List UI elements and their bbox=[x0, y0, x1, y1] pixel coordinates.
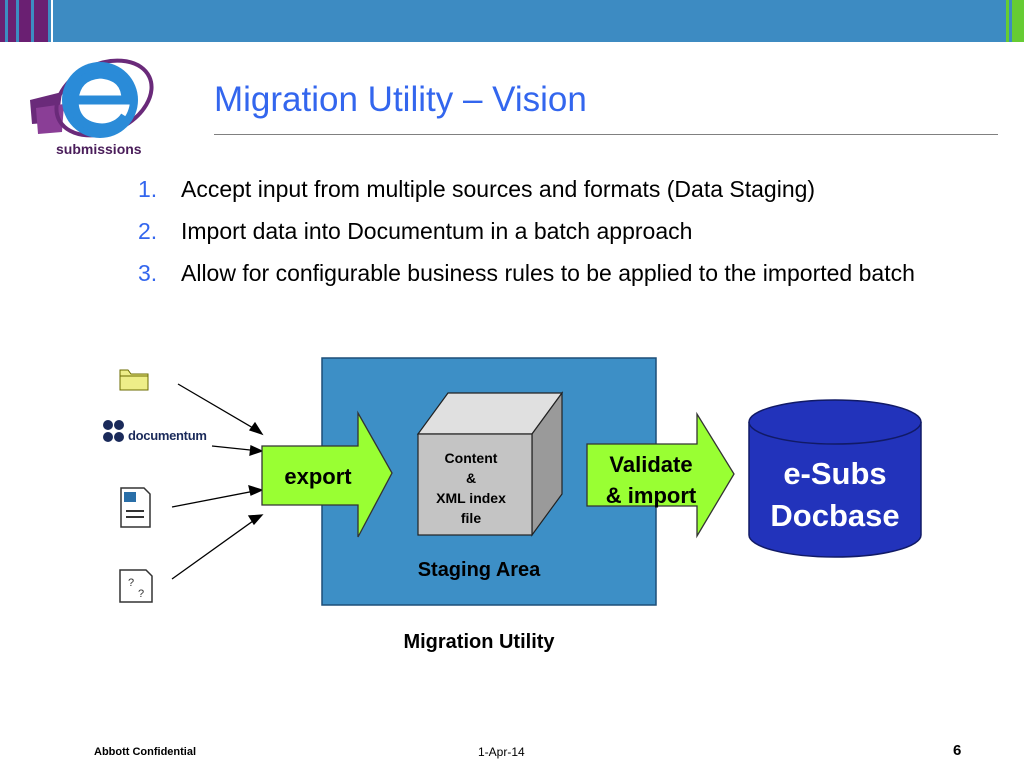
top-banner bbox=[0, 0, 1024, 42]
title-underline bbox=[214, 134, 998, 135]
banner-stripe bbox=[1012, 0, 1024, 42]
esubmissions-logo: submissions bbox=[30, 58, 154, 157]
migration-diagram: ? ? bbox=[103, 357, 922, 606]
page-title: Migration Utility – Vision bbox=[214, 80, 587, 119]
footer-confidential: Abbott Confidential bbox=[94, 746, 197, 758]
cube-label-line: & bbox=[465, 470, 477, 486]
logo-text: submissions bbox=[56, 141, 142, 157]
documentum-label: documentum bbox=[128, 428, 207, 443]
docbase-cylinder bbox=[748, 399, 922, 558]
documentum-logo-icon bbox=[103, 420, 124, 442]
validate-label-line: & import bbox=[605, 483, 697, 508]
export-arrow bbox=[261, 410, 393, 538]
list-text: Accept input from multiple sources and f… bbox=[181, 176, 816, 202]
banner-stripe bbox=[19, 0, 31, 42]
connector-line bbox=[171, 489, 261, 508]
validate-import-label: Validate & import bbox=[587, 449, 715, 511]
svg-text:?: ? bbox=[138, 588, 144, 600]
docbase-label-line: Docbase bbox=[770, 498, 900, 533]
arrowhead bbox=[248, 485, 264, 496]
folder-icon bbox=[119, 369, 149, 391]
arrowhead bbox=[249, 445, 264, 456]
list-number: 3. bbox=[138, 260, 158, 286]
cube-label-line: XML index bbox=[436, 490, 506, 506]
page-number: 6 bbox=[953, 742, 962, 759]
banner-stripe bbox=[1006, 0, 1009, 42]
banner-stripe bbox=[51, 0, 53, 42]
connector-line bbox=[171, 515, 261, 580]
list-number: 1. bbox=[138, 176, 158, 202]
cube-label-line: Content bbox=[444, 450, 498, 466]
validate-import-arrow bbox=[586, 411, 735, 539]
cube-label: Content & XML index file bbox=[418, 448, 524, 528]
banner-stripe bbox=[8, 0, 16, 42]
logo-e-letter bbox=[69, 69, 131, 133]
xml-file-icon bbox=[120, 487, 151, 528]
diagram-caption: Migration Utility bbox=[403, 631, 555, 653]
unknown-file-icon: ? ? bbox=[119, 569, 153, 603]
arrowhead bbox=[247, 514, 264, 526]
validate-label-line: Validate bbox=[609, 452, 693, 477]
list-number: 2. bbox=[138, 218, 158, 244]
list-text: Import data into Documentum in a batch a… bbox=[181, 218, 693, 244]
content-cube bbox=[416, 391, 564, 537]
docbase-label-line: e-Subs bbox=[783, 456, 887, 491]
footer-date: 1-Apr-14 bbox=[478, 745, 525, 759]
svg-text:?: ? bbox=[128, 577, 134, 589]
banner-stripe bbox=[34, 0, 48, 42]
arrowhead bbox=[248, 421, 264, 436]
docbase-label: e-Subs Docbase bbox=[749, 453, 921, 537]
staging-area-label: Staging Area bbox=[417, 559, 541, 581]
source-connectors bbox=[171, 383, 264, 580]
cube-label-line: file bbox=[460, 510, 482, 526]
list-text: Allow for configurable business rules to… bbox=[181, 260, 915, 286]
export-label: export bbox=[284, 464, 352, 489]
banner-stripe bbox=[0, 0, 5, 42]
connector-line bbox=[177, 383, 261, 433]
